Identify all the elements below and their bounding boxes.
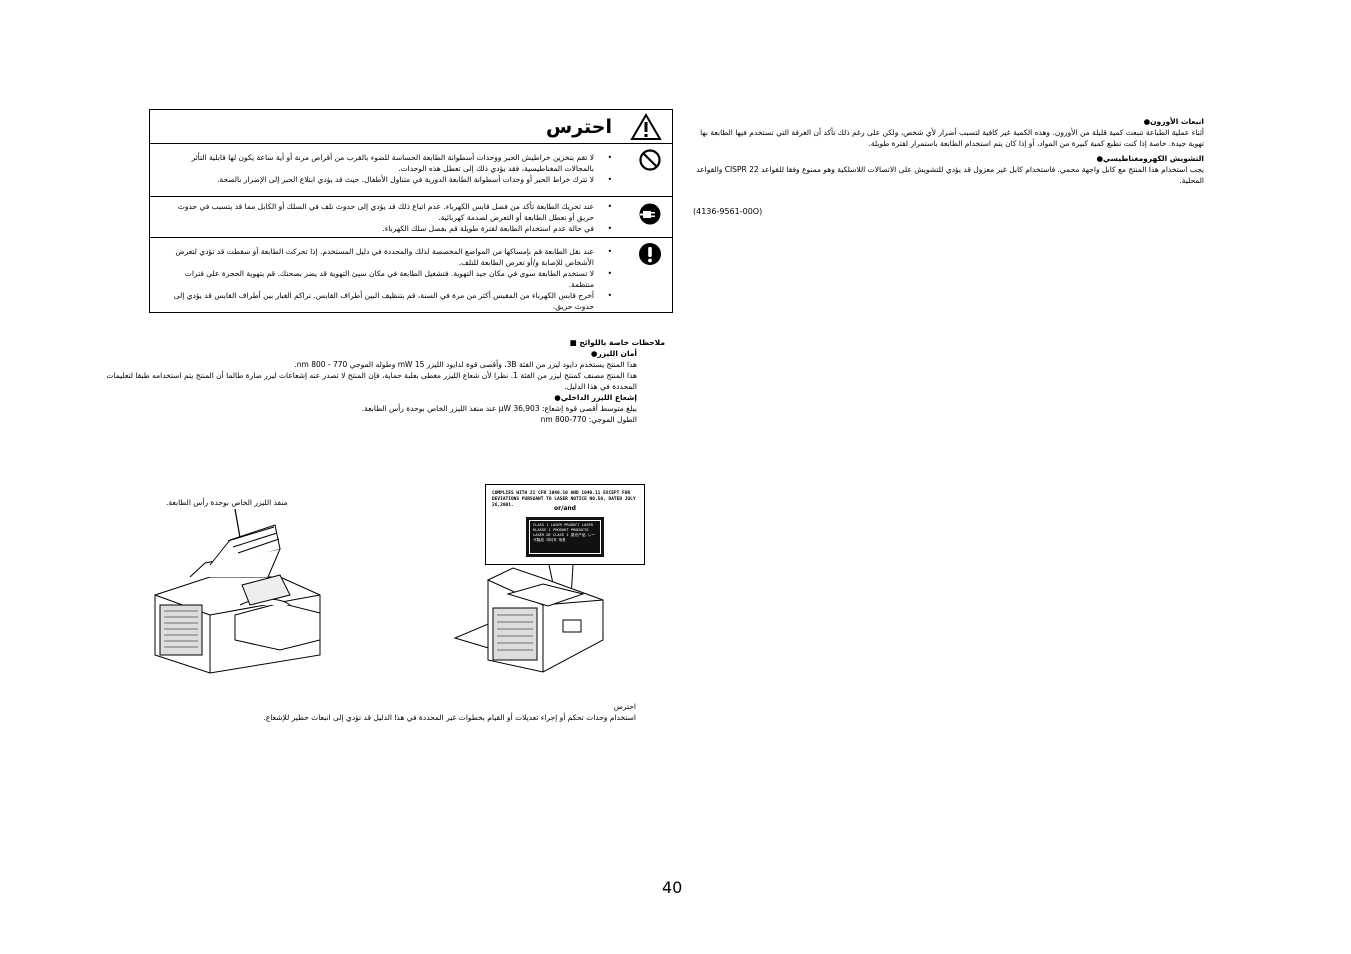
exclamation-icon (639, 243, 661, 265)
radiation-line: الطول الموجي: 770-800 nm (540, 415, 637, 424)
ozone-text: أثناء عملية الطباعة تنبعث كمية قليلة من … (700, 128, 1204, 148)
emi-text: يجب استخدام هذا المنتج مع كابل واجهة محم… (696, 165, 1204, 185)
laser-safety-line: هذا المنتج مصنف كمنتج ليزر من الفئة 1. ن… (106, 371, 637, 391)
laser-aperture-caption: منفذ الليزر الخاص بوحدة رأس الطابعة. (166, 498, 288, 507)
class1-laser-label: CLASS 1 LASER PRODUCT LASER KLASSE 1 PRO… (526, 517, 604, 557)
warning-item: لا تترك خراط الحبر أو وحدات أسطوانة الطا… (160, 174, 612, 185)
no-symbol-icon (639, 149, 661, 171)
caution-note: احترس استخدام وحدات تحكم أو إجراء تعديلا… (150, 701, 636, 723)
warning-item: عند تحريك الطابعة تأكد من فصل قابس الكهر… (160, 201, 612, 223)
caution-title: احترس (613, 702, 636, 711)
warning-title: احترس (546, 116, 612, 138)
warning-row-storage: لا تقم بتخزين خراطيش الحبر ووحدات أسطوان… (150, 144, 672, 197)
printer-open-illustration (154, 508, 321, 674)
warning-item: في حالة عدم استخدام الطابعة لفترة طويلة … (160, 223, 612, 234)
warning-header: احترس (150, 110, 672, 144)
class1-label-text: CLASS 1 LASER PRODUCT LASER KLASSE 1 PRO… (529, 520, 601, 554)
unplug-icon (639, 203, 661, 225)
or-and-text: or/and (554, 505, 576, 512)
warning-triangle-icon (630, 113, 662, 140)
compliance-text: COMPLIES WITH 21 CFR 1040.10 AND 1040.11… (492, 491, 636, 508)
caution-text: استخدام وحدات تحكم أو إجراء تعديلات أو ا… (263, 713, 636, 722)
warning-item: لا تستخدم الطابعة سوى في مكان جيد التهوي… (160, 268, 612, 290)
warning-item: لا تقم بتخزين خراطيش الحبر ووحدات أسطوان… (160, 152, 612, 174)
laser-label-callout: COMPLIES WITH 21 CFR 1040.10 AND 1040.11… (485, 484, 645, 565)
regulatory-heading: ملاحظات خاصة باللوائح (100, 337, 665, 348)
warning-box: احترس لا تقم بتخزين خراطيش الحبر ووحدات … (149, 109, 673, 313)
laser-section: ملاحظات خاصة باللوائح أمان الليزر هذا ال… (100, 337, 665, 425)
internal-radiation-title: إشعاع الليزر الداخلي (100, 392, 637, 403)
right-column: انبعاث الأوزون أثناء عملية الطباعة تنبعث… (690, 116, 1204, 186)
laser-safety-title: أمان الليزر (100, 348, 637, 359)
document-number: (4136-9561-00O) (693, 207, 763, 216)
radiation-line: يبلغ متوسط أقصى قوة إشعاع: 36,903 μW عند… (361, 404, 637, 413)
ozone-title: انبعاث الأوزون (690, 116, 1204, 127)
warning-list: عند نقل الطابعة قم بإمساكها من المواضع ا… (160, 246, 612, 312)
warning-list: لا تقم بتخزين خراطيش الحبر ووحدات أسطوان… (160, 152, 612, 185)
warning-row-power: عند تحريك الطابعة تأكد من فصل قابس الكهر… (150, 197, 672, 238)
page-number: 40 (662, 878, 683, 897)
warning-item: أخرج قابس الكهرباء من المقبس أكثر من مرة… (160, 290, 612, 312)
emi-title: التشويش الكهرومغناطيسي (690, 153, 1204, 164)
warning-row-handling: عند نقل الطابعة قم بإمساكها من المواضع ا… (150, 238, 672, 312)
printer-closed-illustration (453, 564, 604, 673)
laser-safety-line: هذا المنتج يستخدم دايود ليزر من الفئة 3B… (294, 360, 637, 369)
warning-item: عند نقل الطابعة قم بإمساكها من المواضع ا… (160, 246, 612, 268)
warning-list: عند تحريك الطابعة تأكد من فصل قابس الكهر… (160, 201, 612, 234)
